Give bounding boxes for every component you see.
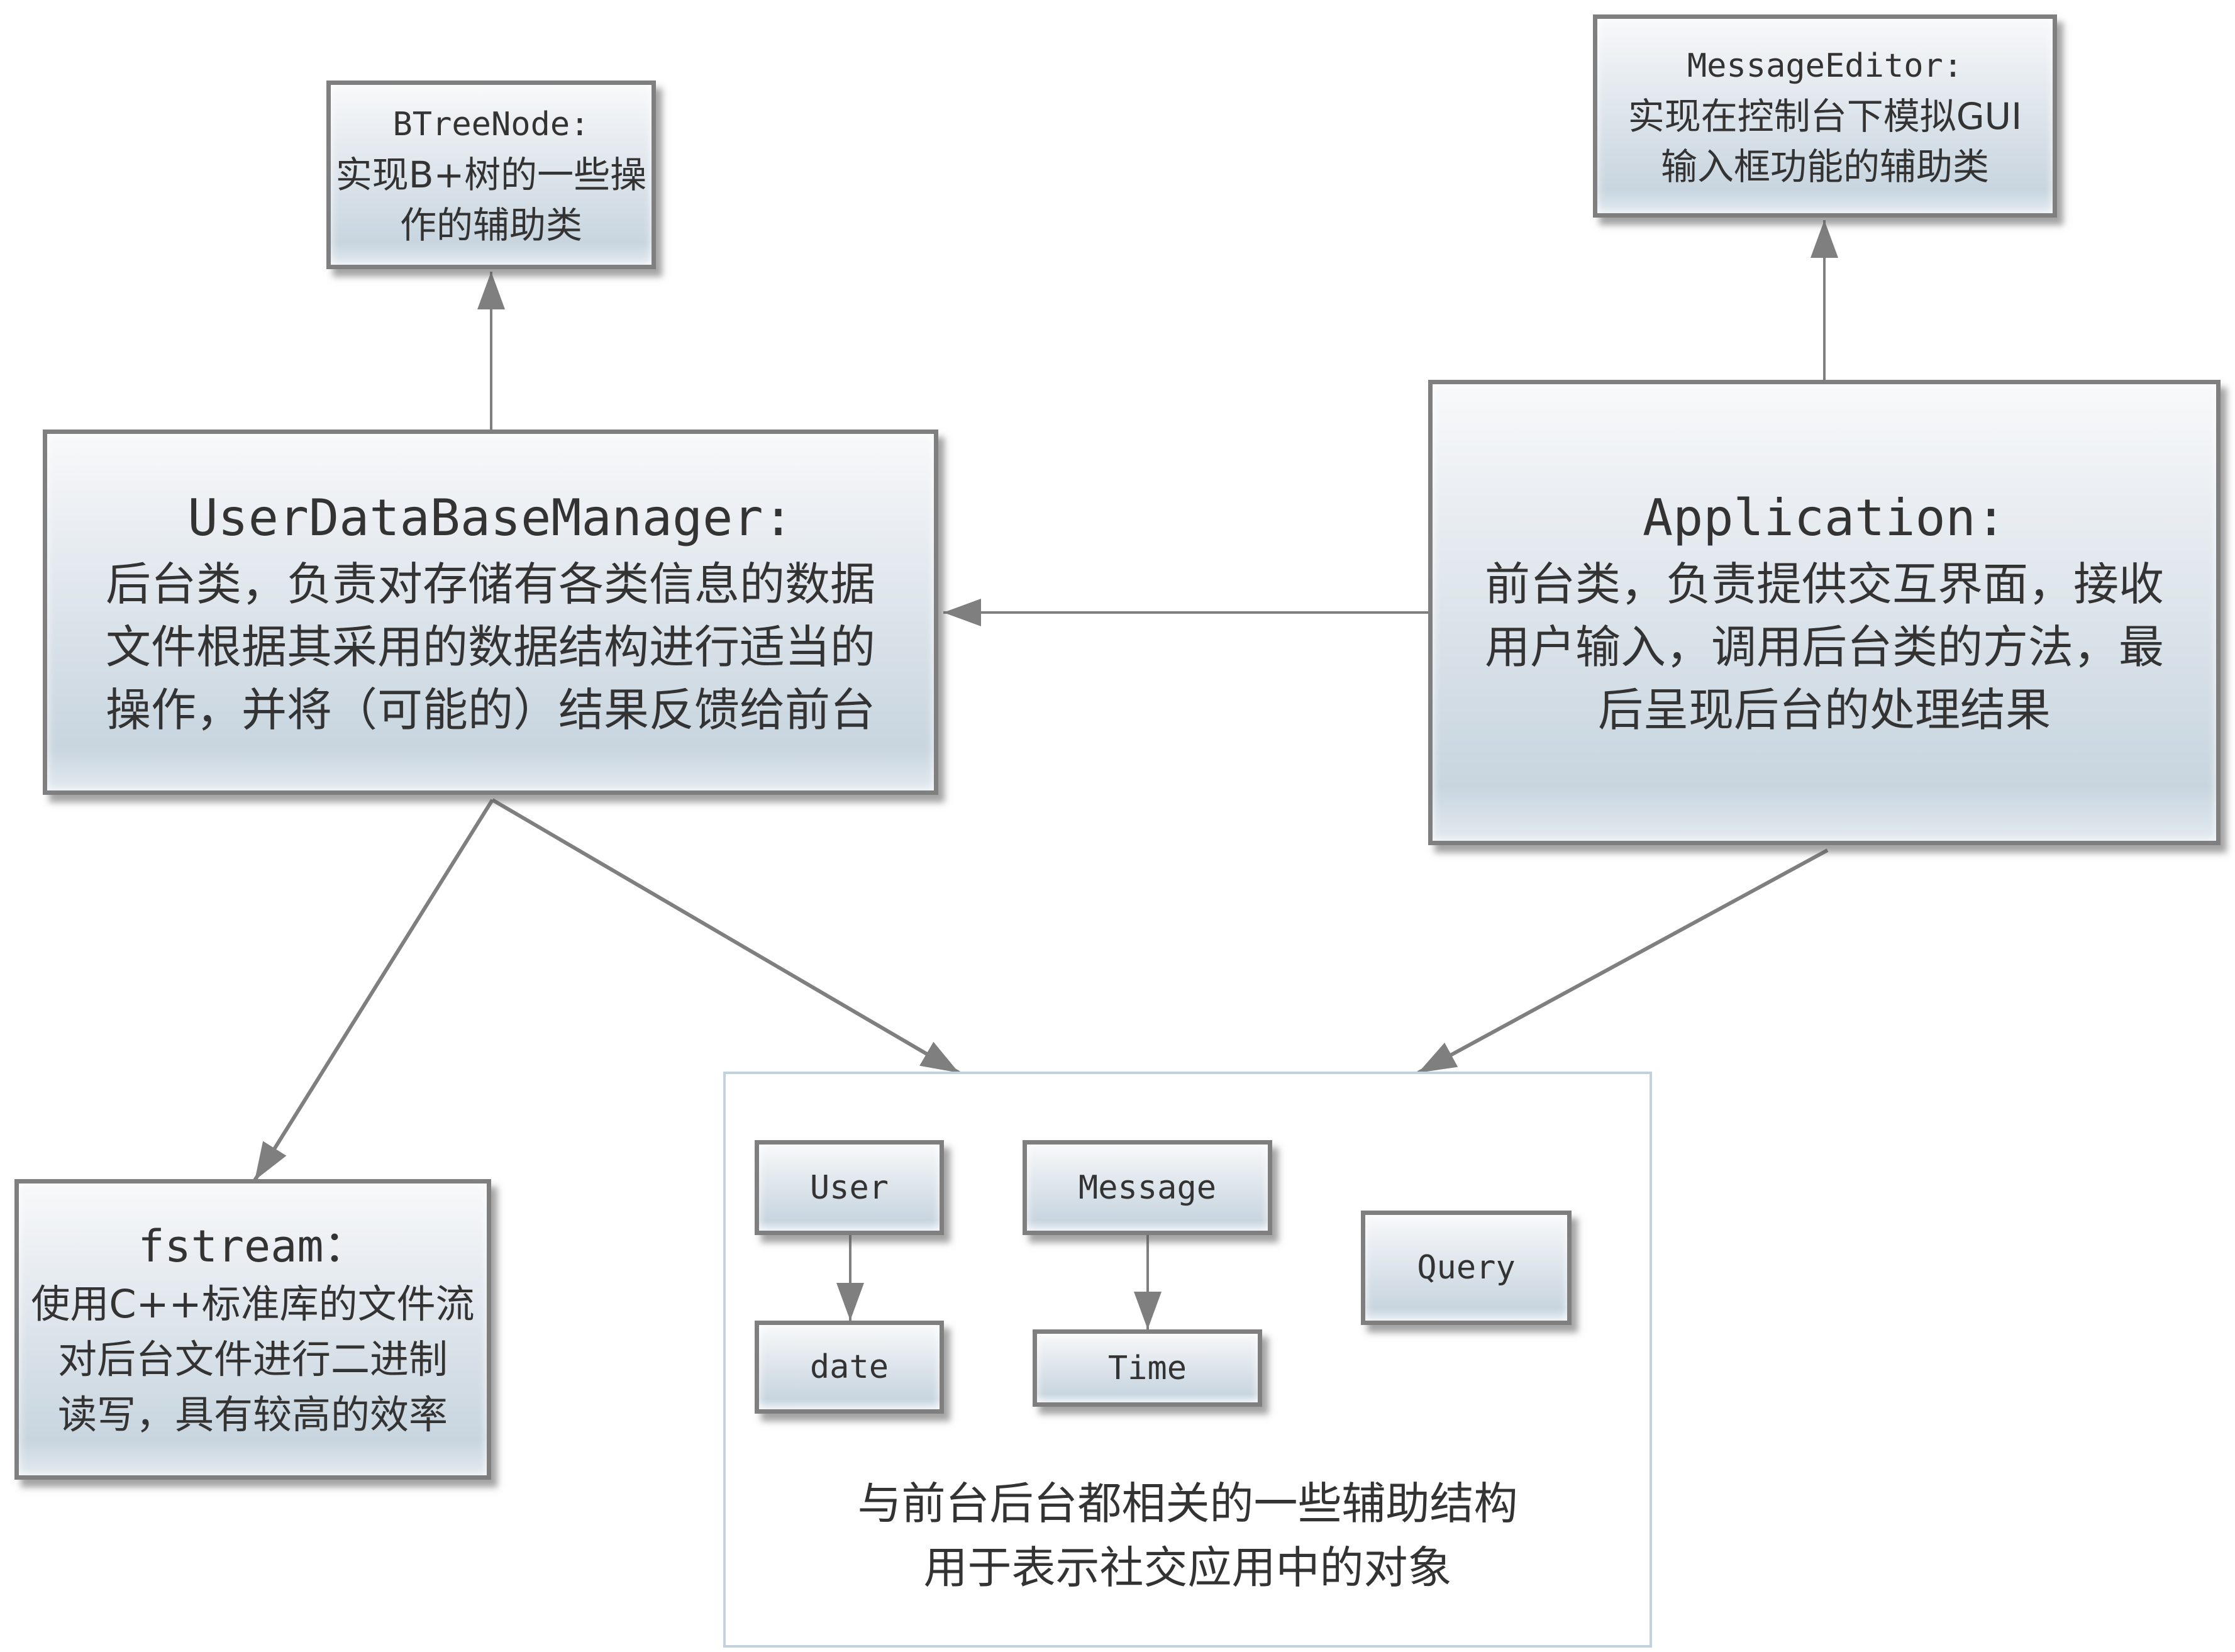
user-title: User (809, 1168, 889, 1207)
fstream-desc-line: 读写，具有较高的效率 (57, 1392, 448, 1438)
messageeditor-class-box[interactable]: MessageEditor: 实现在控制台下模拟GUI 输入框功能的辅助类 (1593, 14, 2057, 218)
messageeditor-desc-line: 输入框功能的辅助类 (1660, 145, 1989, 188)
application-class-box[interactable]: Application: 前台类，负责提供交互界面，接收 用户输入，调用后台类的… (1428, 380, 2221, 845)
userdatabasemanager-title: UserDataBaseManager: (187, 488, 794, 547)
fstream-desc-line: 使用C++标准库的文件流 (31, 1281, 475, 1327)
application-desc-line: 用户输入，调用后台类的方法，最 (1484, 621, 2164, 674)
query-class-box[interactable]: Query (1361, 1211, 1572, 1325)
btreenode-desc-line: 作的辅助类 (399, 204, 582, 247)
query-title: Query (1417, 1249, 1516, 1287)
time-title: Time (1107, 1349, 1187, 1387)
date-title: date (809, 1348, 889, 1386)
messageeditor-title: MessageEditor: (1687, 47, 1963, 85)
application-title: Application: (1643, 489, 2006, 547)
btreenode-desc-line: 实现B+树的一些操 (335, 153, 647, 196)
date-class-box[interactable]: date (755, 1321, 944, 1414)
btreenode-class-box[interactable]: BTreeNode: 实现B+树的一些操 作的辅助类 (326, 80, 656, 269)
user-class-box[interactable]: User (755, 1140, 944, 1235)
edge-application-to-group (1417, 848, 1829, 1075)
btreenode-title: BTreeNode: (392, 106, 590, 143)
fstream-desc-line: 对后台文件进行二进制 (57, 1336, 448, 1382)
message-title: Message (1078, 1168, 1217, 1207)
userdatabasemanager-desc-line: 文件根据其采用的数据结构进行适当的 (105, 620, 875, 674)
group-caption: 与前台后台都相关的一些辅助结构 用于表示社交应用中的对象 (723, 1472, 1652, 1600)
userdatabasemanager-desc-line: 后台类，负责对存储有各类信息的数据 (105, 557, 875, 611)
edge-udbm-to-group (491, 798, 960, 1075)
userdatabasemanager-class-box[interactable]: UserDataBaseManager: 后台类，负责对存储有各类信息的数据 文… (43, 430, 938, 795)
application-desc-line: 前台类，负责提供交互界面，接收 (1484, 558, 2164, 611)
group-caption-line: 与前台后台都相关的一些辅助结构 (857, 1478, 1518, 1529)
messageeditor-desc-line: 实现在控制台下模拟GUI (1628, 94, 2022, 138)
edge-udbm-to-fstream (253, 799, 494, 1182)
message-class-box[interactable]: Message (1023, 1140, 1272, 1235)
fstream-title: fstream： (138, 1221, 368, 1272)
userdatabasemanager-desc-line: 操作，并将（可能的）结果反馈给前台 (105, 683, 875, 736)
application-desc-line: 后呈现后台的处理结果 (1597, 684, 2051, 736)
fstream-class-box[interactable]: fstream： 使用C++标准库的文件流 对后台文件进行二进制 读写，具有较高… (14, 1179, 491, 1480)
time-class-box[interactable]: Time (1033, 1329, 1262, 1407)
group-caption-line: 用于表示社交应用中的对象 (923, 1542, 1452, 1594)
